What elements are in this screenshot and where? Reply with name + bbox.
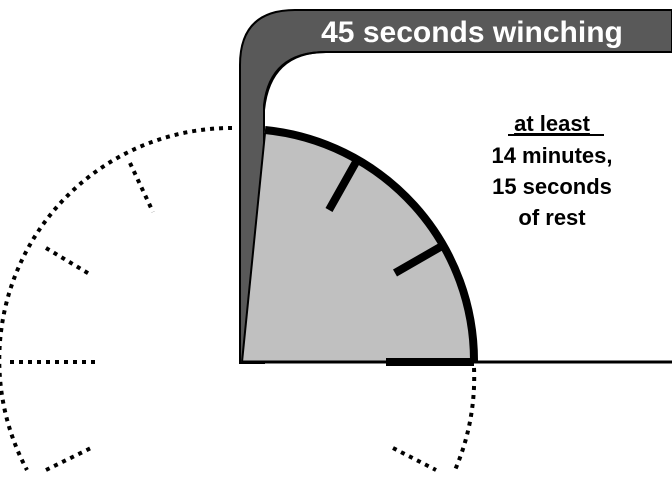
banner-title: 45 seconds winching (321, 16, 623, 49)
rest-dial-arc (0, 125, 233, 471)
sector-edge-top (241, 132, 266, 363)
rest-note-line-1: at least (514, 111, 590, 136)
rest-tick-upper-1 (128, 162, 155, 213)
winching-arc (264, 126, 479, 363)
rest-dial-arc-lower-right (453, 367, 477, 471)
rest-note-line-4: of rest (518, 205, 586, 230)
rest-note-line-2: 14 minutes, (491, 143, 612, 168)
tick-15s (325, 160, 360, 212)
tick-30s (393, 242, 444, 277)
rest-panel-outline (263, 51, 672, 363)
rest-note-line-3: 15 seconds (492, 174, 612, 199)
winching-sector (242, 130, 475, 362)
